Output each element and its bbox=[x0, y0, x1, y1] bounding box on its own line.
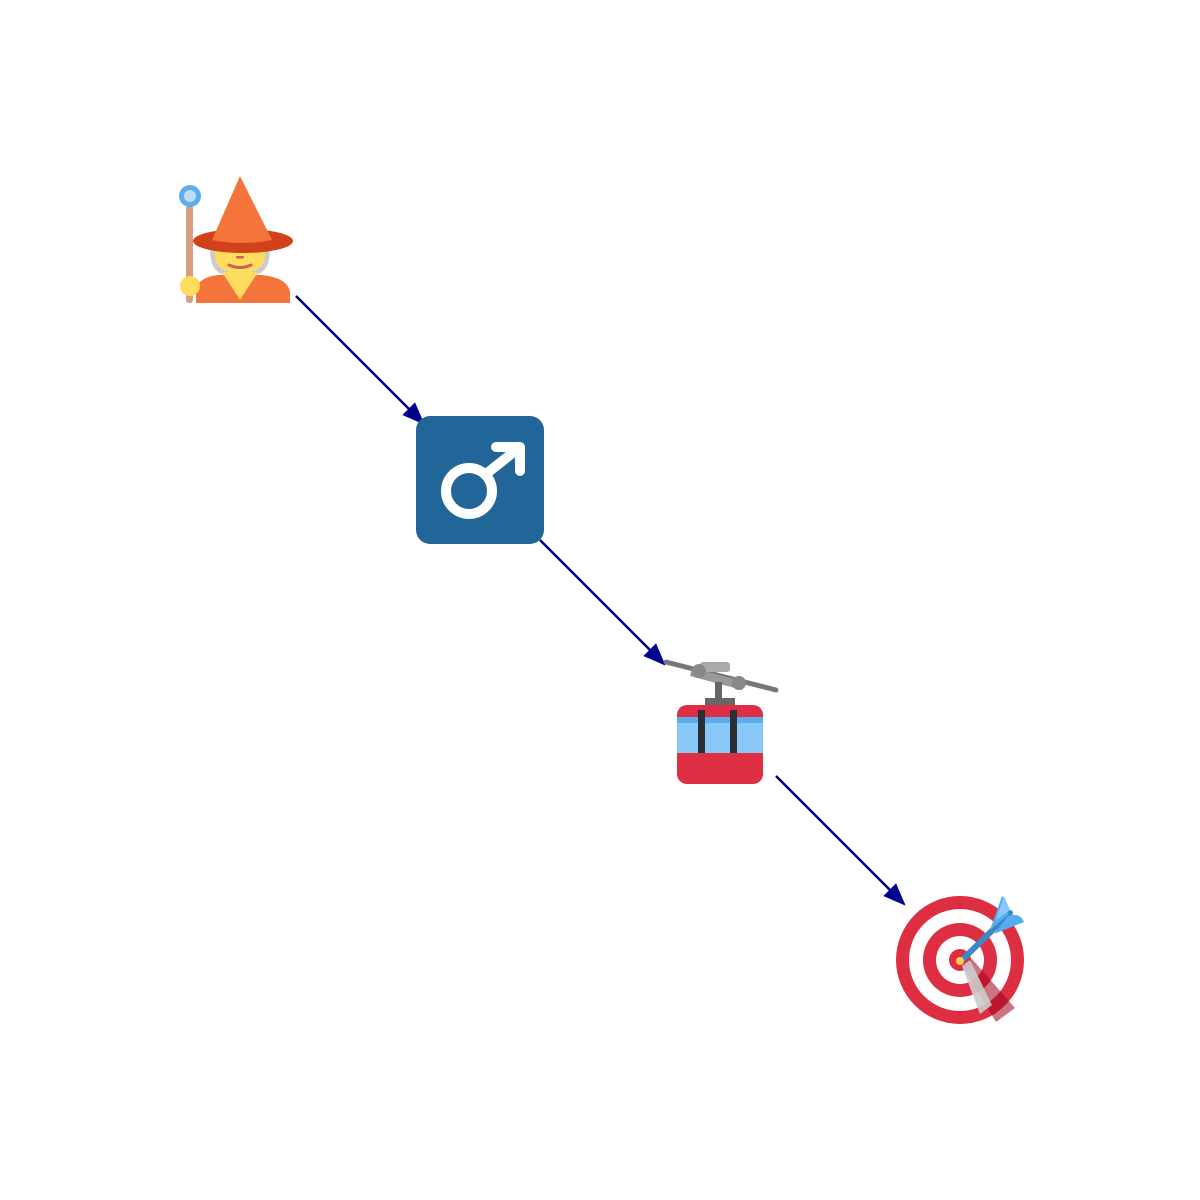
node-mage bbox=[179, 176, 293, 303]
node-cable-car bbox=[663, 659, 779, 784]
edge-cable-car-to-target bbox=[775, 775, 906, 906]
edge-mage-to-male-sign bbox=[295, 295, 425, 425]
male-sign-icon bbox=[416, 416, 544, 544]
node-target bbox=[896, 896, 1024, 1024]
direct-hit-target-icon bbox=[896, 896, 1024, 1024]
edges bbox=[295, 295, 906, 906]
mage-icon bbox=[179, 176, 293, 303]
aerial-tramway-icon bbox=[663, 659, 779, 784]
node-male-sign bbox=[416, 416, 544, 544]
edge-male-sign-to-cable-car bbox=[539, 539, 666, 666]
